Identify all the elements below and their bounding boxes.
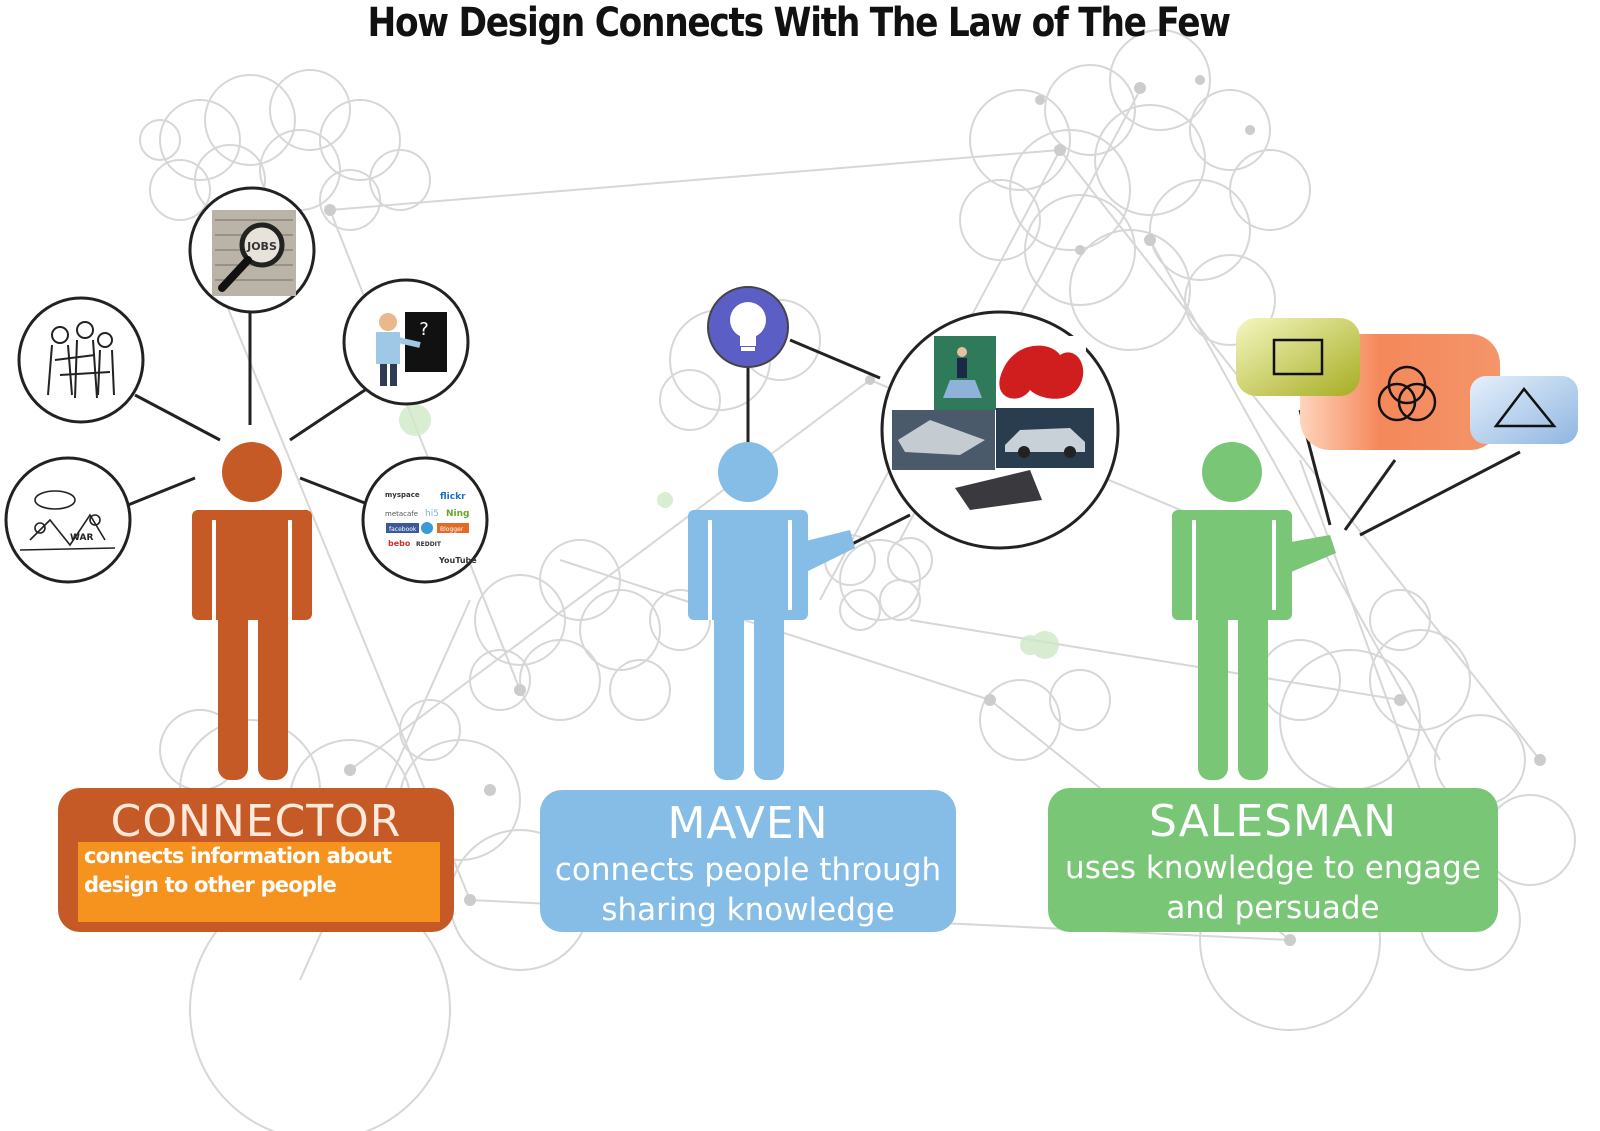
logo-ning: Ning [446,509,469,519]
maven-spoke-collage-top [789,338,881,380]
logo-bebo: bebo [388,539,411,548]
connector-label-box: CONNECTOR connects information about des… [58,788,454,932]
salesman-figure [1172,442,1336,780]
salesman-figure-leg-left [1198,600,1228,780]
maven-figure [688,442,855,780]
connector-spoke-right-bottom [299,476,371,507]
teacher-board-icon: ? [342,278,470,406]
svg-text:WAR: WAR [70,533,93,543]
design-products-collage-icon [880,310,1120,550]
logo-flickr: flickr [440,492,466,502]
circles-shape-icon [1377,365,1437,422]
maven-figure-head [718,442,778,502]
square-shape-icon [1236,318,1500,450]
maven-figure-arm [790,530,855,575]
connector-figure-leg-left [218,600,248,780]
connector-spoke-left-top [134,393,221,442]
connector-figure-torso [192,510,312,620]
maven-spoke-collage-bottom [849,513,911,547]
salesman-spoke-3 [1359,450,1521,537]
jobs-magnifier-icon: JOBS [188,186,316,314]
maven-figure-torso [688,510,808,620]
connector-spoke-right-top [289,388,366,442]
connector-spoke-left-bottom [127,476,196,507]
connector-heading: CONNECTOR [110,796,402,847]
svg-text:JOBS: JOBS [246,240,277,253]
maven-figure-leg-left [714,600,744,780]
war-cartoon-icon: WAR [4,456,132,584]
salesman-figure-head [1202,442,1262,502]
logo-blogger: Blogger [440,526,464,533]
salesman-figure-leg-right [1238,600,1268,780]
lightbulb-icon [707,286,789,368]
triangle-shape-icon [1470,376,1578,444]
salesman-figure-torso [1172,510,1292,620]
salesman-figure-arm [1274,535,1336,575]
connector-figure-leg-right [258,600,288,780]
salesman-heading: SALESMAN [1148,796,1398,847]
connector-figure-head [222,442,282,502]
logo-reddit: REDDIT [416,541,442,548]
maven-label-box: MAVEN connects people through sharing kn… [540,790,956,932]
salesman-description-line1: uses knowledge to engage [1065,850,1481,886]
salesman-spoke-2 [1343,459,1397,531]
maven-heading: MAVEN [667,798,829,849]
connector-figure [192,442,312,780]
maven-description-line1: connects people through [554,852,942,888]
logo-myspace: myspace [385,491,420,499]
crowd-sketch-icon [17,296,145,424]
connector-description: connects information about design to oth… [78,842,440,922]
social-media-logos-icon: myspace flickr metacafe hi5 Ning faceboo… [361,456,489,584]
maven-description-line2: sharing knowledge [601,892,895,928]
logo-hi5: hi5 [425,509,439,519]
salesman-label-box: SALESMAN uses knowledge to engage and pe… [1048,788,1498,932]
svg-text:?: ? [419,319,429,340]
logo-youtube: YouTube [438,556,477,565]
logo-facebook: facebook [389,526,417,533]
logo-metacafe: metacafe [385,510,418,518]
salesman-description-line2: and persuade [1166,890,1380,926]
maven-figure-leg-right [754,600,784,780]
page-title: How Design Connects With The Law of The … [367,0,1231,46]
